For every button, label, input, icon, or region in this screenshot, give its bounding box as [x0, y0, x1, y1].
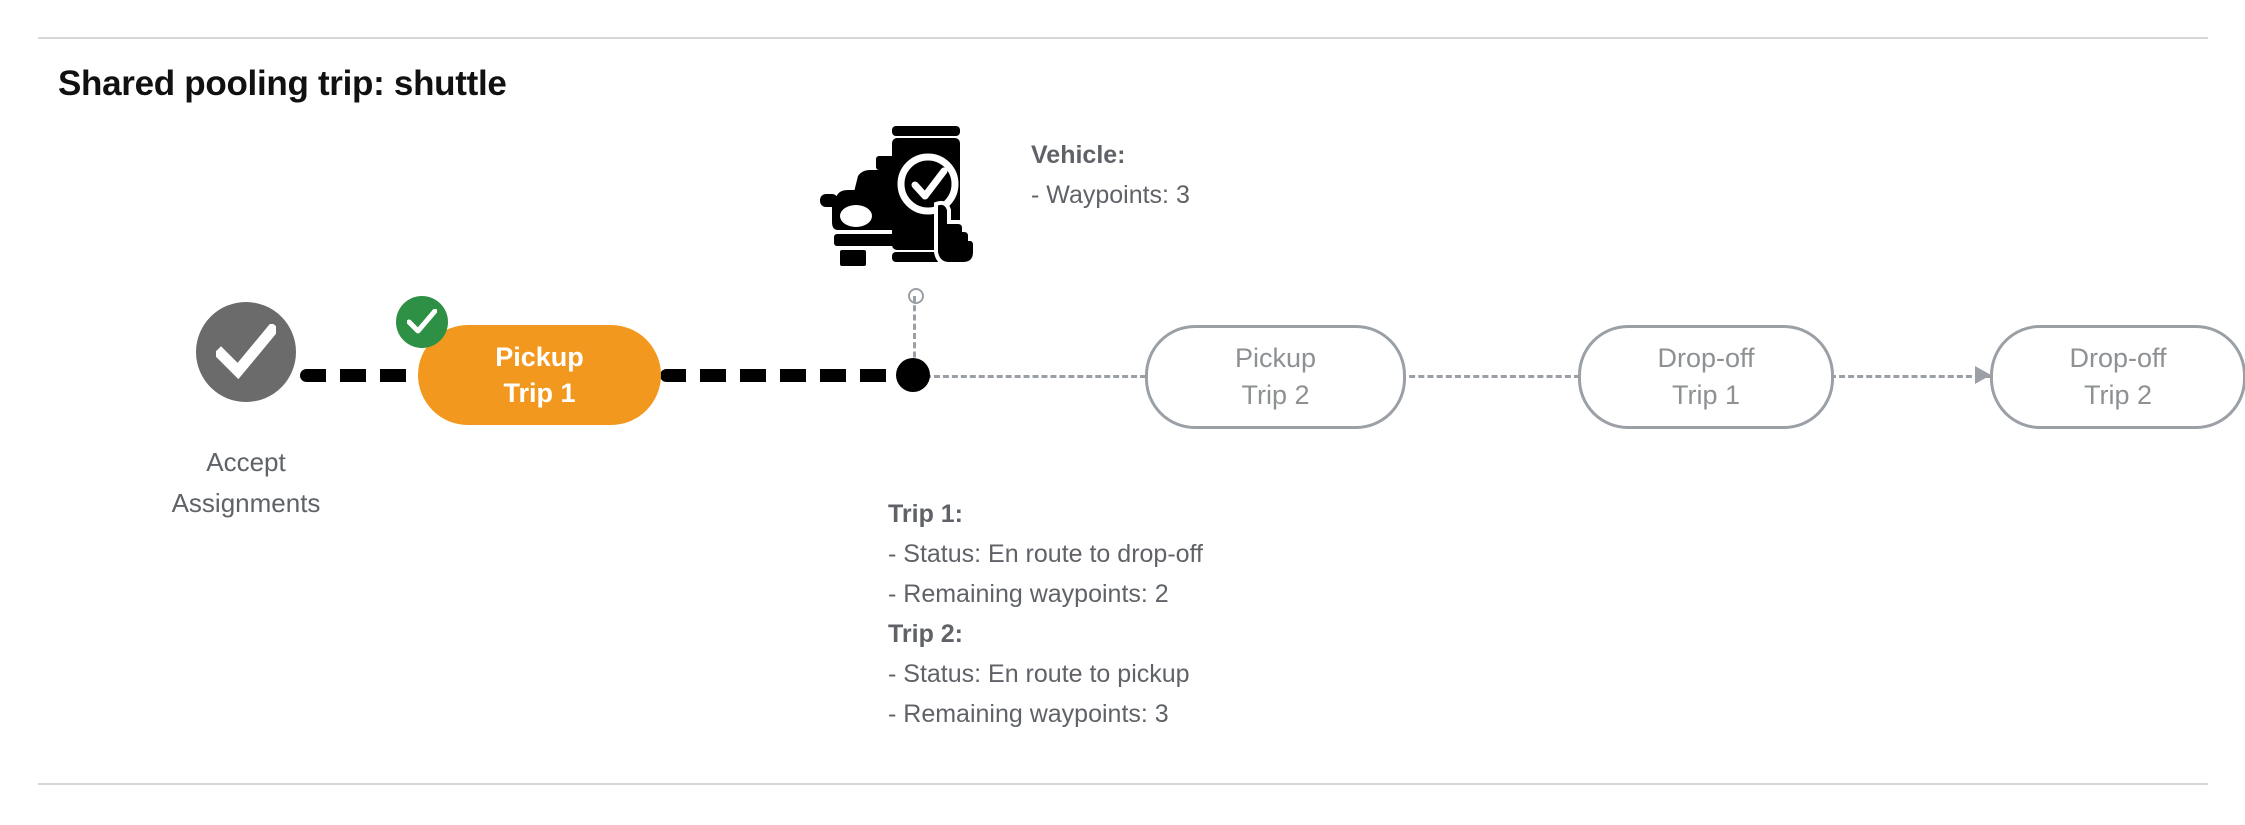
node-dropoff-trip-1-line2: Trip 1	[1671, 380, 1740, 410]
node-dropoff-trip-1[interactable]: Drop-off Trip 1	[1578, 325, 1834, 429]
vehicle-info-header: Vehicle:	[1031, 141, 1126, 169]
node-pickup-trip-2[interactable]: Pickup Trip 2	[1145, 325, 1406, 429]
trip-2-status: - Status: En route to pickup	[888, 660, 1190, 688]
page-title: Shared pooling trip: shuttle	[58, 64, 507, 103]
connector-pickup1-to-vehicle	[660, 369, 915, 382]
vehicle-info: Vehicle: - Waypoints: 3	[1031, 135, 1190, 215]
node-accept-assignments[interactable]	[196, 302, 296, 402]
trip-1-status: - Status: En route to drop-off	[888, 540, 1203, 568]
vehicle-connector-line	[913, 296, 916, 376]
vehicle-anchor-circle-icon	[908, 288, 924, 304]
trip-2-header: Trip 2:	[888, 620, 964, 648]
trip-2-waypoints: - Remaining waypoints: 3	[888, 700, 1169, 728]
node-dropoff-trip-2[interactable]: Drop-off Trip 2	[1990, 325, 2245, 429]
node-pickup-trip-2-line2: Trip 2	[1241, 380, 1310, 410]
trip-1-header: Trip 1:	[888, 500, 964, 528]
trip-details: Trip 1: - Status: En route to drop-off -…	[888, 494, 1203, 734]
vehicle-waypoints: - Waypoints: 3	[1031, 181, 1190, 209]
vehicle-position-dot	[896, 358, 930, 392]
node-accept-assignments-label: Accept Assignments	[126, 442, 366, 524]
accept-label-line2: Assignments	[171, 488, 321, 518]
node-pickup-trip-1[interactable]: Pickup Trip 1	[418, 325, 661, 425]
node-dropoff-trip-2-line1: Drop-off	[2069, 343, 2167, 373]
connector-pickup2-to-dropoff1	[1400, 375, 1580, 378]
connector-vehicle-to-pickup2	[925, 375, 1155, 378]
trip-1-waypoints: - Remaining waypoints: 2	[888, 580, 1169, 608]
node-dropoff-trip-2-line2: Trip 2	[2083, 380, 2152, 410]
connector-accept-to-pickup1	[300, 369, 420, 382]
check-icon	[216, 324, 276, 380]
arrow-head-icon	[1975, 366, 1991, 384]
top-divider	[38, 37, 2208, 39]
node-pickup-trip-2-line1: Pickup	[1234, 343, 1317, 373]
node-pickup-trip-1-line1: Pickup	[495, 342, 584, 372]
accept-label-line1: Accept	[206, 447, 286, 477]
connector-dropoff1-to-dropoff2	[1830, 375, 1990, 378]
node-pickup-trip-1-line2: Trip 1	[503, 378, 576, 408]
bottom-divider	[38, 783, 2208, 785]
node-dropoff-trip-1-line1: Drop-off	[1657, 343, 1755, 373]
car-phone-check-icon	[818, 118, 978, 268]
check-badge-icon	[396, 296, 448, 348]
